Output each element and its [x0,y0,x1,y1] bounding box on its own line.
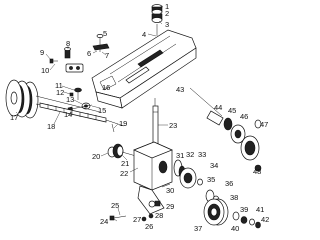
label-3: 3 [165,20,169,29]
label-35: 35 [207,175,215,184]
lead-screw [39,102,125,127]
label-28: 28 [155,211,163,220]
label-48: 48 [253,167,261,176]
label-4: 4 [142,30,146,39]
label-19: 19 [119,119,127,128]
top-knob [92,34,110,52]
label-9: 9 [40,48,44,57]
label-2: 2 [165,9,169,18]
label-22: 22 [120,169,128,178]
label-29: 29 [166,202,174,211]
label-38: 38 [230,193,238,202]
label-20: 20 [92,152,100,161]
label-42: 42 [261,215,269,224]
label-46: 46 [240,112,248,121]
label-16: 16 [102,83,110,92]
label-27: 27 [133,215,141,224]
label-5: 5 [103,29,107,38]
label-31: 31 [176,151,184,160]
label-39: 39 [240,205,248,214]
label-8: 8 [66,39,70,48]
label-47: 47 [260,120,268,129]
pulley-assembly [203,198,261,229]
carriage-body [91,29,197,109]
label-17: 17 [10,113,18,122]
label-32: 32 [186,150,194,159]
label-30: 30 [166,186,174,195]
label-11: 11 [55,81,63,90]
label-33: 33 [198,150,206,159]
top-bushing-stack [151,4,163,36]
label-36: 36 [225,179,233,188]
handwheel [5,79,101,119]
label-26: 26 [145,222,153,231]
exploded-parts-diagram: 1 2 3 4 5 6 7 8 9 10 11 12 13 14 15 16 1… [5,2,270,233]
lower-fittings [109,183,171,222]
label-45: 45 [228,106,236,115]
label-6: 6 [87,49,91,58]
label-13: 13 [66,95,74,104]
label-21: 21 [121,159,129,168]
lower-bracket [133,141,173,215]
label-40: 40 [231,224,239,233]
right-gear-assembly [173,159,220,205]
label-12: 12 [56,88,64,97]
diagram-svg: 1 2 3 4 5 6 7 8 9 10 11 12 13 14 15 16 1… [5,2,269,233]
label-23: 23 [169,121,177,130]
label-1: 1 [165,2,169,11]
label-18: 18 [47,122,55,131]
screws-and-bolts [65,87,93,115]
label-34: 34 [210,161,218,170]
label-37: 37 [194,224,202,233]
label-44: 44 [214,103,222,112]
label-14: 14 [64,110,72,119]
collar-and-pin [107,123,137,159]
right-shaft-assembly [189,87,262,172]
vertical-shaft [152,98,159,145]
label-15: 15 [98,106,106,115]
leader-lines [15,5,168,222]
label-24: 24 [100,217,108,226]
label-41: 41 [256,205,264,214]
label-43: 43 [176,85,184,94]
small-fasteners [49,47,84,73]
label-25: 25 [111,201,119,210]
label-10: 10 [41,66,49,75]
label-7: 7 [105,51,109,60]
part-number-labels: 1 2 3 4 5 6 7 8 9 10 11 12 13 14 15 16 1… [10,2,269,233]
